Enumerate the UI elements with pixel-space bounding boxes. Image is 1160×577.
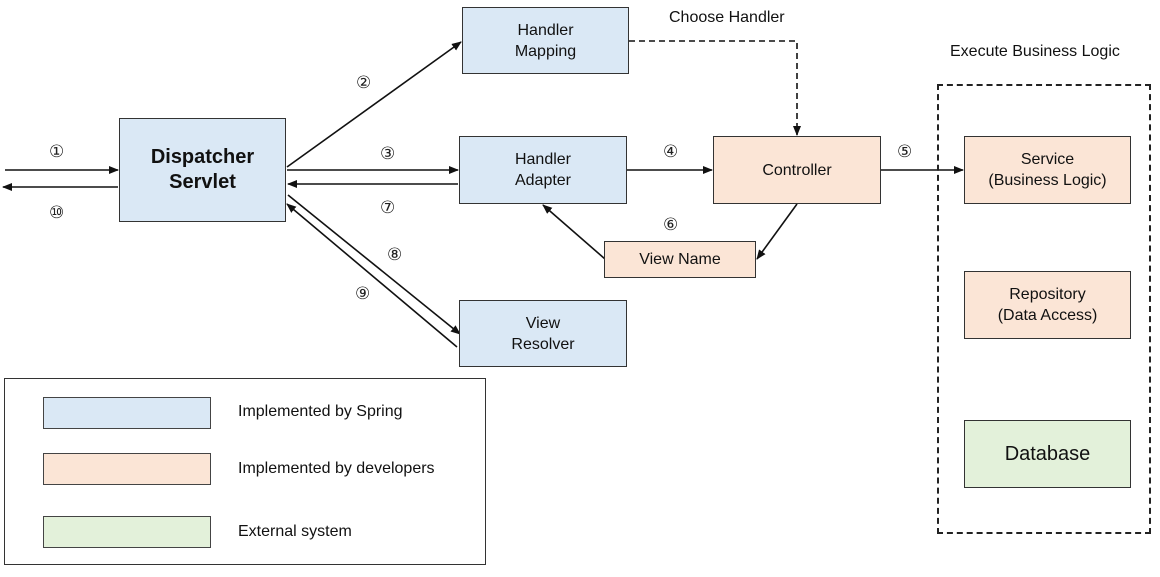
database-box: Database xyxy=(964,420,1131,488)
step-8-label: ⑧ xyxy=(387,245,403,264)
arrow-resolver-to-dispatcher xyxy=(286,203,458,348)
service-box: Service (Business Logic) xyxy=(964,136,1131,204)
repository-label: Repository (Data Access) xyxy=(997,286,1098,324)
handler-mapping-label: Handler Mapping xyxy=(514,21,577,60)
legend-swatch-spring xyxy=(43,397,211,429)
handler-adapter-label: Handler Adapter xyxy=(514,151,572,189)
business-logic-group xyxy=(937,84,1151,534)
step-6-label: ⑥ xyxy=(663,215,679,234)
step-4-label: ④ xyxy=(663,142,679,161)
dashed-choose-handler xyxy=(629,40,801,136)
dispatcher-servlet-label: Dispatcher Servlet xyxy=(150,146,255,193)
legend-label-developers: Implemented by developers xyxy=(238,460,435,477)
legend-swatch-developers xyxy=(43,453,211,485)
legend-label-external: External system xyxy=(238,523,352,540)
database-label: Database xyxy=(1004,442,1091,465)
controller-box: Controller xyxy=(713,136,881,204)
arrow-view-name-to-adapter xyxy=(542,204,606,260)
service-label: Service (Business Logic) xyxy=(988,151,1107,189)
execute-business-logic-label: Execute Business Logic xyxy=(950,43,1120,60)
repository-box: Repository (Data Access) xyxy=(964,271,1131,339)
legend-label-spring: Implemented by Spring xyxy=(238,403,403,420)
arrow-to-view-resolver xyxy=(287,194,461,335)
legend-swatch-external xyxy=(43,516,211,548)
handler-adapter-box: Handler Adapter xyxy=(459,136,627,204)
step-10-label: ⑩ xyxy=(49,203,65,222)
step-1-label: ① xyxy=(49,142,65,161)
handler-mapping-box: Handler Mapping xyxy=(462,7,629,74)
view-resolver-box: View Resolver xyxy=(459,300,627,367)
step-5-label: ⑤ xyxy=(897,142,913,161)
legend: Implemented by Spring Implemented by dev… xyxy=(4,378,486,565)
step-3-label: ③ xyxy=(380,144,396,163)
controller-label: Controller xyxy=(762,161,832,179)
choose-handler-label: Choose Handler xyxy=(669,9,785,26)
arrow-to-handler-mapping xyxy=(286,41,462,168)
arrow-controller-to-view-name xyxy=(756,203,798,260)
view-name-label: View Name xyxy=(639,251,721,268)
step-7-label: ⑦ xyxy=(380,198,396,217)
step-2-label: ② xyxy=(356,73,372,92)
step-9-label: ⑨ xyxy=(355,284,371,303)
view-resolver-label: View Resolver xyxy=(511,314,575,353)
dispatcher-servlet-box: Dispatcher Servlet xyxy=(119,118,286,222)
view-name-box: View Name xyxy=(604,241,756,278)
